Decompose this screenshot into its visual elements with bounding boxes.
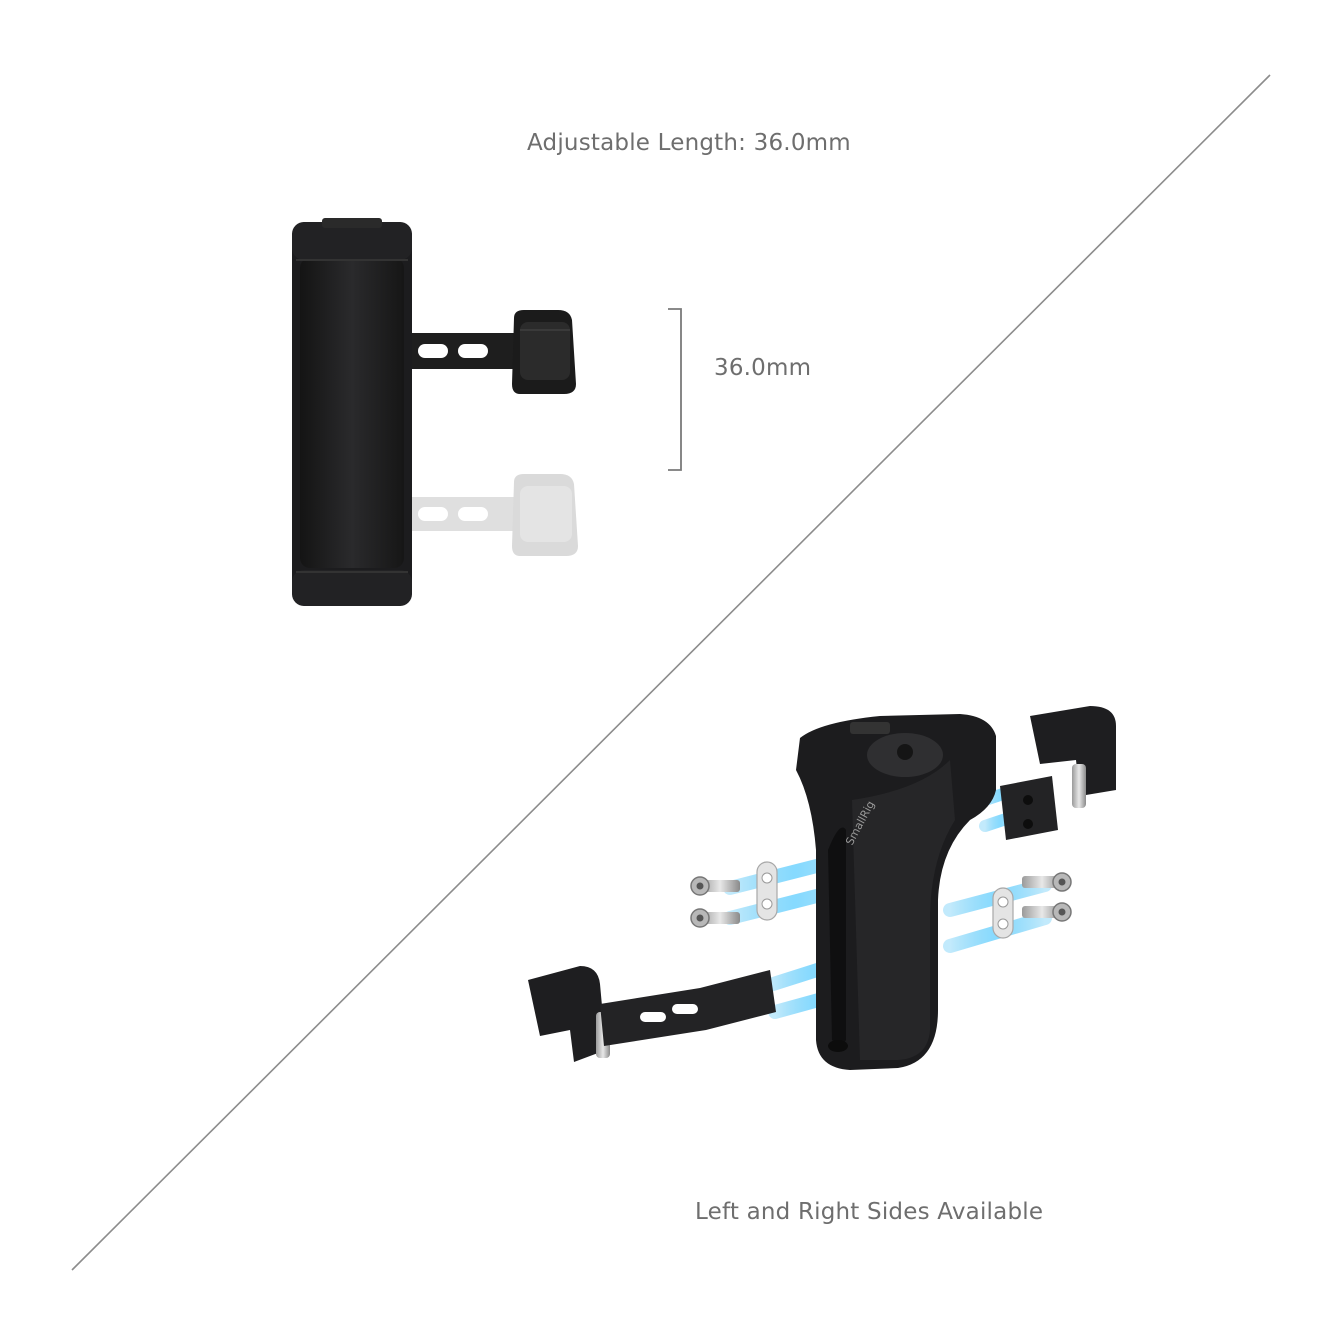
- left-screws: [690, 861, 778, 928]
- handle-body: [796, 714, 996, 1070]
- right-clamp: [1000, 706, 1116, 840]
- active-arm: [410, 310, 576, 394]
- right-screws: [992, 872, 1072, 939]
- adjustable-length-caption: Adjustable Length: 36.0mm: [527, 130, 851, 156]
- diagonal-divider: [71, 74, 1271, 1271]
- dimension-bracket: [668, 308, 682, 471]
- exploded-view: SmallRig: [528, 706, 1116, 1070]
- dimension-label: 36.0mm: [714, 355, 812, 381]
- sides-available-caption: Left and Right Sides Available: [695, 1199, 1044, 1225]
- left-clamp: [528, 966, 776, 1062]
- ghost-arm: [410, 474, 578, 556]
- handle-side-view: [292, 218, 578, 606]
